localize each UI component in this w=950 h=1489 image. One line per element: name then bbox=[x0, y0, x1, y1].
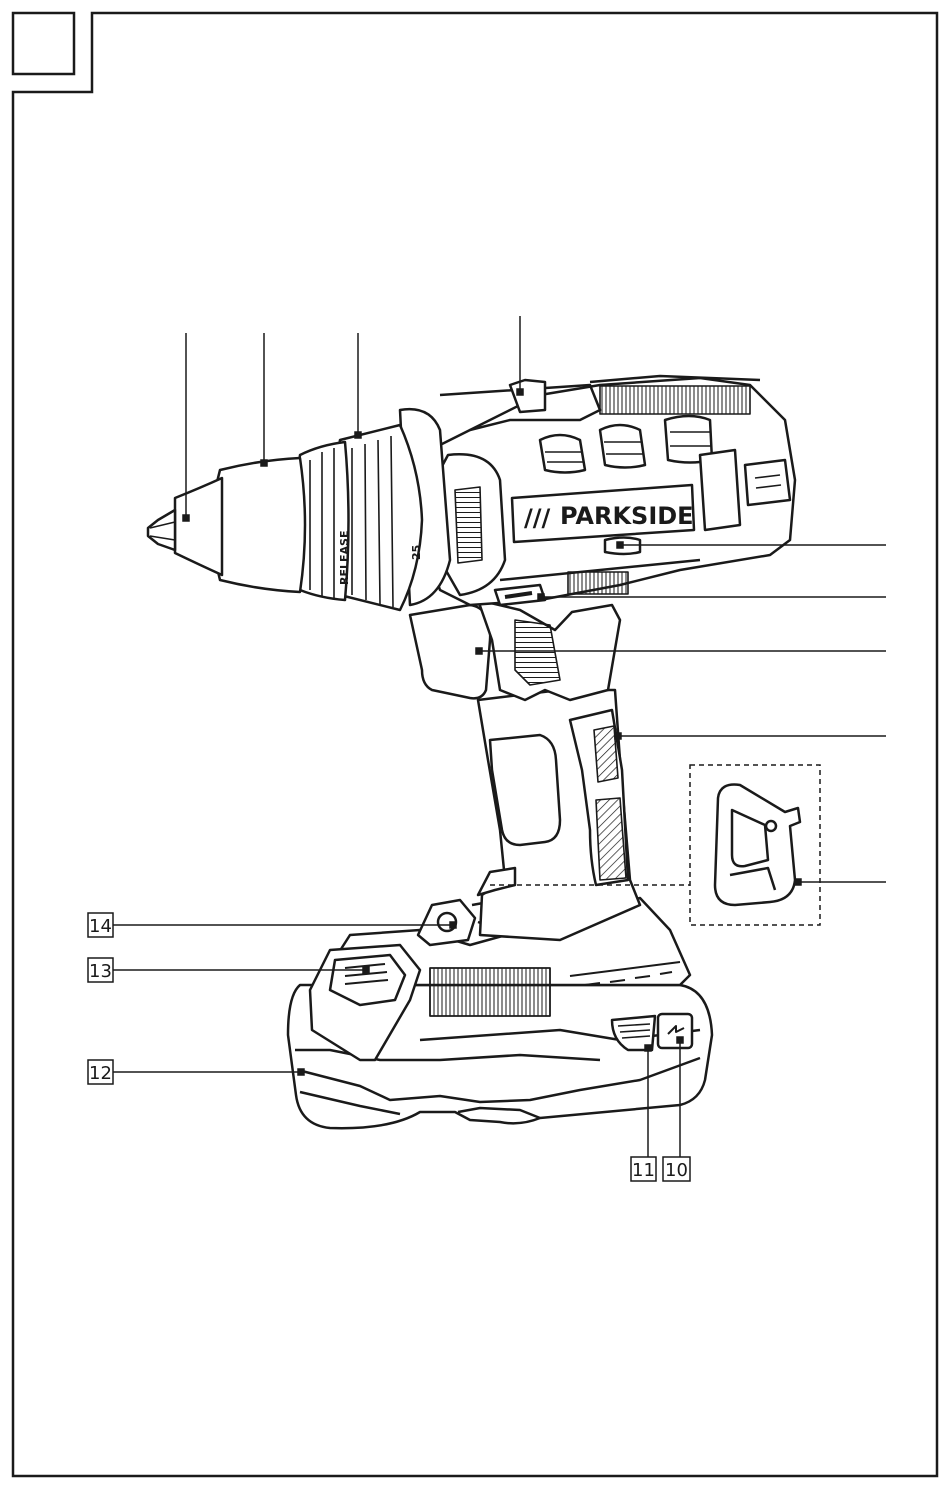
callout-13-label: 13 bbox=[89, 961, 112, 982]
brand-stripes: /// bbox=[524, 504, 551, 532]
chuck bbox=[148, 442, 349, 600]
callout-12: 12 bbox=[88, 1060, 113, 1084]
callout-dot bbox=[476, 648, 482, 654]
callout-dot bbox=[617, 542, 623, 548]
callout-12-label: 12 bbox=[89, 1063, 112, 1084]
callout-dot bbox=[677, 1037, 683, 1043]
callout-dot bbox=[795, 879, 801, 885]
belt-clip bbox=[715, 785, 800, 905]
callout-dot bbox=[517, 389, 523, 395]
collar-release-label: RELEASE bbox=[338, 531, 351, 585]
callout-14: 14 bbox=[88, 913, 113, 937]
brand-logo: /// PARKSIDE bbox=[524, 502, 694, 532]
collar-torque-mark: 25 bbox=[410, 545, 423, 560]
callout-13: 13 bbox=[88, 958, 113, 982]
callout-dot bbox=[450, 922, 456, 928]
callout-dot bbox=[538, 594, 544, 600]
callout-11: 11 bbox=[631, 1157, 656, 1181]
callout-10: 10 bbox=[663, 1157, 690, 1181]
callout-dot bbox=[615, 733, 621, 739]
callout-10-label: 10 bbox=[665, 1160, 688, 1181]
callout-dot bbox=[355, 432, 361, 438]
callout-14-label: 14 bbox=[89, 916, 112, 937]
callout-dot bbox=[298, 1069, 304, 1075]
callout-dot bbox=[261, 460, 267, 466]
brand-name: PARKSIDE bbox=[560, 502, 694, 530]
callout-dot bbox=[363, 967, 369, 973]
callout-dot bbox=[183, 515, 189, 521]
callout-dot bbox=[645, 1045, 651, 1051]
callout-11-label: 11 bbox=[632, 1160, 655, 1181]
page-frame bbox=[13, 13, 937, 1476]
